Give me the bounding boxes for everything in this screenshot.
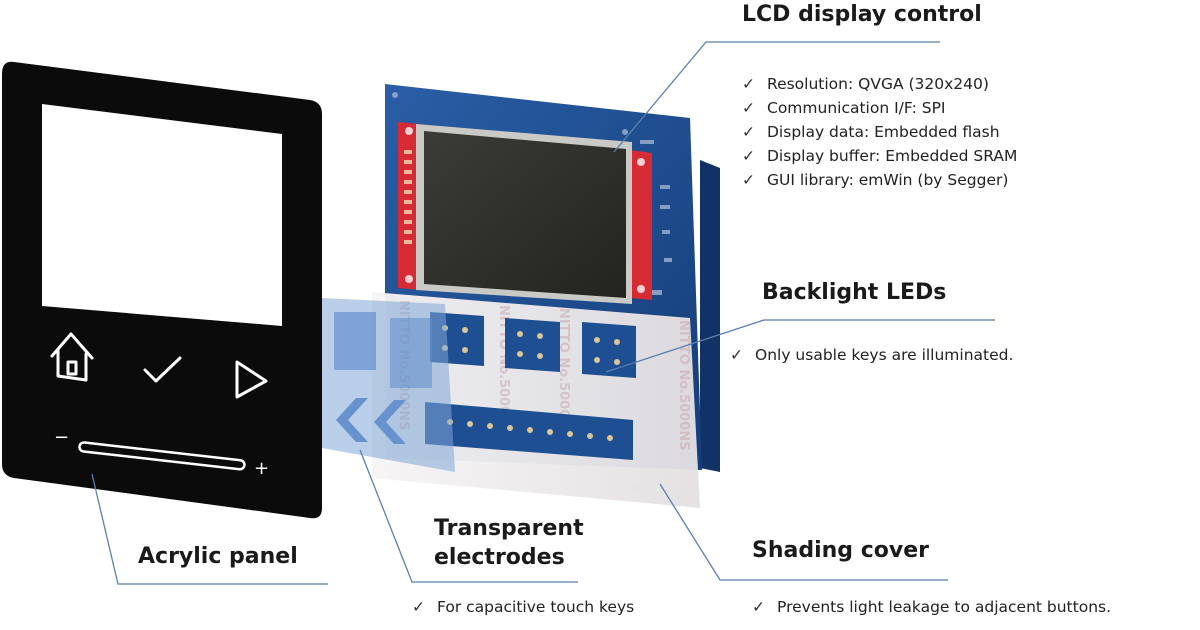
slider-icon [78, 441, 246, 471]
home-icon [50, 332, 94, 382]
lcd-feature-item: GUI library: emWin (by Segger) [742, 168, 1017, 192]
play-icon [235, 360, 268, 399]
backlight-feature-list: Only usable keys are illuminated. [730, 343, 1013, 367]
shading-cover-heading: Shading cover [752, 538, 929, 563]
lcd-feature-item: Communication I/F: SPI [742, 96, 1017, 120]
acrylic-panel-heading: Acrylic panel [138, 544, 298, 569]
slider-minus-label: − [54, 427, 69, 448]
lcd-feature-item: Display data: Embedded flash [742, 120, 1017, 144]
lcd-display-control-heading: LCD display control [742, 2, 982, 27]
electrode-film [322, 298, 455, 472]
transparent-electrodes-heading-line2: electrodes [434, 545, 565, 570]
electrodes-feature-list: For capacitive touch keys [412, 595, 634, 619]
shading-cover: NITTO No.5000NS NITTO No.5000NS NITTO No… [372, 292, 700, 508]
shading-feature-list: Prevents light leakage to adjacent butto… [752, 595, 1111, 619]
lcd-feature-item: Resolution: QVGA (320x240) [742, 72, 1017, 96]
transparent-electrodes-heading-line1: Transparent [434, 516, 584, 541]
leader-line-lcd [613, 41, 940, 153]
backlight-feature-item: Only usable keys are illuminated. [730, 343, 1013, 367]
shading-feature-item: Prevents light leakage to adjacent butto… [752, 595, 1111, 619]
cover-print: NITTO No.5000NS [676, 320, 691, 451]
electrodes-feature-item: For capacitive touch keys [412, 595, 634, 619]
lcd-feature-list: Resolution: QVGA (320x240) Communication… [742, 72, 1017, 192]
leader-line-acrylic [91, 473, 328, 585]
display-window [42, 104, 282, 326]
acrylic-panel: − + [2, 61, 322, 519]
leader-line-electrodes [359, 449, 578, 583]
checkmark-icon [143, 356, 182, 383]
leader-line-backlight [605, 319, 995, 373]
slider-plus-label: + [254, 458, 269, 479]
backlight-leds-heading: Backlight LEDs [762, 280, 947, 305]
leader-line-shading [659, 483, 948, 581]
lcd-feature-item: Display buffer: Embedded SRAM [742, 144, 1017, 168]
lcd-module [398, 122, 652, 304]
chevron-left-icon [336, 398, 406, 444]
